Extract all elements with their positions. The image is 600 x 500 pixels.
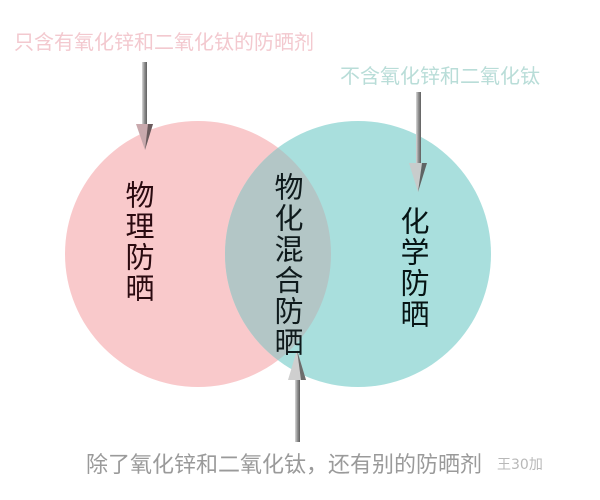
hybrid-sunscreen-label: 物化混合防晒 — [270, 172, 304, 358]
up-arrow-icon — [288, 350, 306, 442]
physical-sunscreen-caption: 只含有氧化锌和二氧化钛的防晒剂 — [14, 30, 314, 54]
watermark: 王30加 — [497, 457, 543, 473]
physical-sunscreen-label: 物理防晒 — [121, 180, 155, 304]
down-arrow-icon — [409, 92, 427, 192]
other-sunscreen-caption: 除了氧化锌和二氧化钛，还有别的防晒剂 — [86, 453, 483, 478]
chemical-sunscreen-label: 化学防晒 — [396, 206, 430, 330]
hybrid-sunscreen-intersection — [225, 121, 331, 387]
down-arrow-icon — [136, 62, 153, 150]
chemical-sunscreen-caption: 不含氧化锌和二氧化钛 — [340, 64, 540, 88]
